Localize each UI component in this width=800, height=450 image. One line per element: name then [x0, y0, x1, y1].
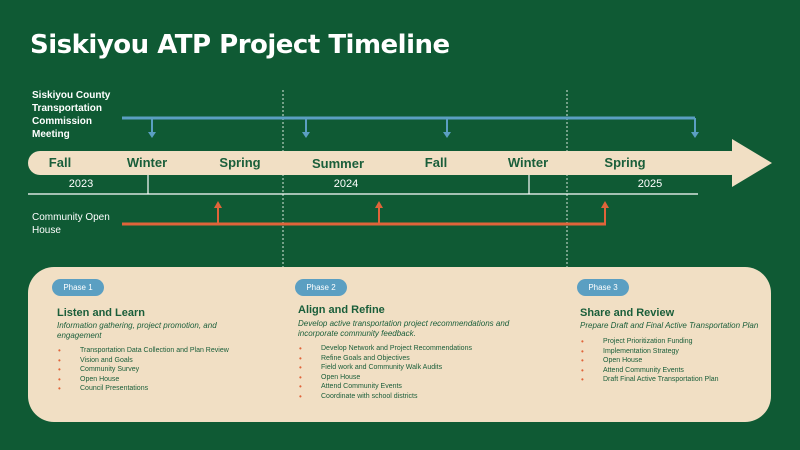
phase-subtitle: Prepare Draft and Final Active Transport…: [580, 321, 759, 330]
phase-pill: Phase 3: [577, 279, 629, 296]
list-item: Open House: [581, 356, 719, 366]
phase-title: Share and Review: [580, 307, 675, 319]
phase-pill: Phase 2: [295, 279, 347, 296]
list-item: Open House: [58, 375, 229, 385]
list-item: Draft Final Active Transportation Plan: [581, 375, 719, 385]
season-label: Winter: [126, 155, 168, 170]
meeting-label: Siskiyou County Transportation Commissio…: [32, 90, 111, 140]
phase-pill: Phase 1: [52, 279, 104, 296]
community-label: Community Open House: [32, 212, 110, 236]
phase-list: Transportation Data Collection and Plan …: [58, 346, 229, 394]
phase-list: Develop Network and Project Recommendati…: [299, 344, 472, 401]
meeting-marker: [691, 118, 699, 138]
season-label: Spring: [604, 155, 646, 170]
phase-title: Listen and Learn: [57, 307, 146, 319]
season-label: Spring: [219, 155, 261, 170]
list-item: Coordinate with school districts: [299, 392, 472, 402]
community-marker: [214, 201, 222, 224]
season-label: Fall: [424, 155, 448, 170]
list-item: Refine Goals and Objectives: [299, 354, 472, 364]
phase-subtitle: Develop active transportation project re…: [298, 319, 510, 338]
community-line: [122, 201, 609, 226]
season-label: Fall: [48, 155, 72, 170]
phase-list: Project Prioritization Funding Implement…: [581, 337, 719, 385]
meeting-marker: [443, 118, 451, 138]
list-item: Vision and Goals: [58, 356, 229, 366]
list-item: Transportation Data Collection and Plan …: [58, 346, 229, 356]
year-label: 2024: [333, 178, 359, 190]
list-item: Develop Network and Project Recommendati…: [299, 344, 472, 354]
list-item: Open House: [299, 373, 472, 383]
timeline-arrow: [28, 139, 772, 187]
year-separators: [28, 175, 698, 195]
list-item: Implementation Strategy: [581, 347, 719, 357]
meeting-line: [122, 116, 699, 138]
community-marker: [601, 201, 609, 224]
year-label: 2025: [637, 178, 663, 190]
page-title: Siskiyou ATP Project Timeline: [30, 30, 450, 60]
phase-title: Align and Refine: [298, 304, 385, 316]
list-item: Council Presentations: [58, 384, 229, 394]
list-item: Project Prioritization Funding: [581, 337, 719, 347]
season-label: Summer: [311, 156, 365, 171]
community-marker: [375, 201, 383, 224]
year-label: 2023: [68, 178, 94, 190]
phases-panel: Phase 1 Listen and Learn Information gat…: [28, 267, 771, 422]
list-item: Attend Community Events: [581, 366, 719, 376]
list-item: Community Survey: [58, 365, 229, 375]
list-item: Attend Community Events: [299, 382, 472, 392]
meeting-marker: [302, 118, 310, 138]
phase-subtitle: Information gathering, project promotion…: [57, 321, 217, 340]
meeting-marker: [148, 118, 156, 138]
season-label: Winter: [507, 155, 549, 170]
list-item: Field work and Community Walk Audits: [299, 363, 472, 373]
